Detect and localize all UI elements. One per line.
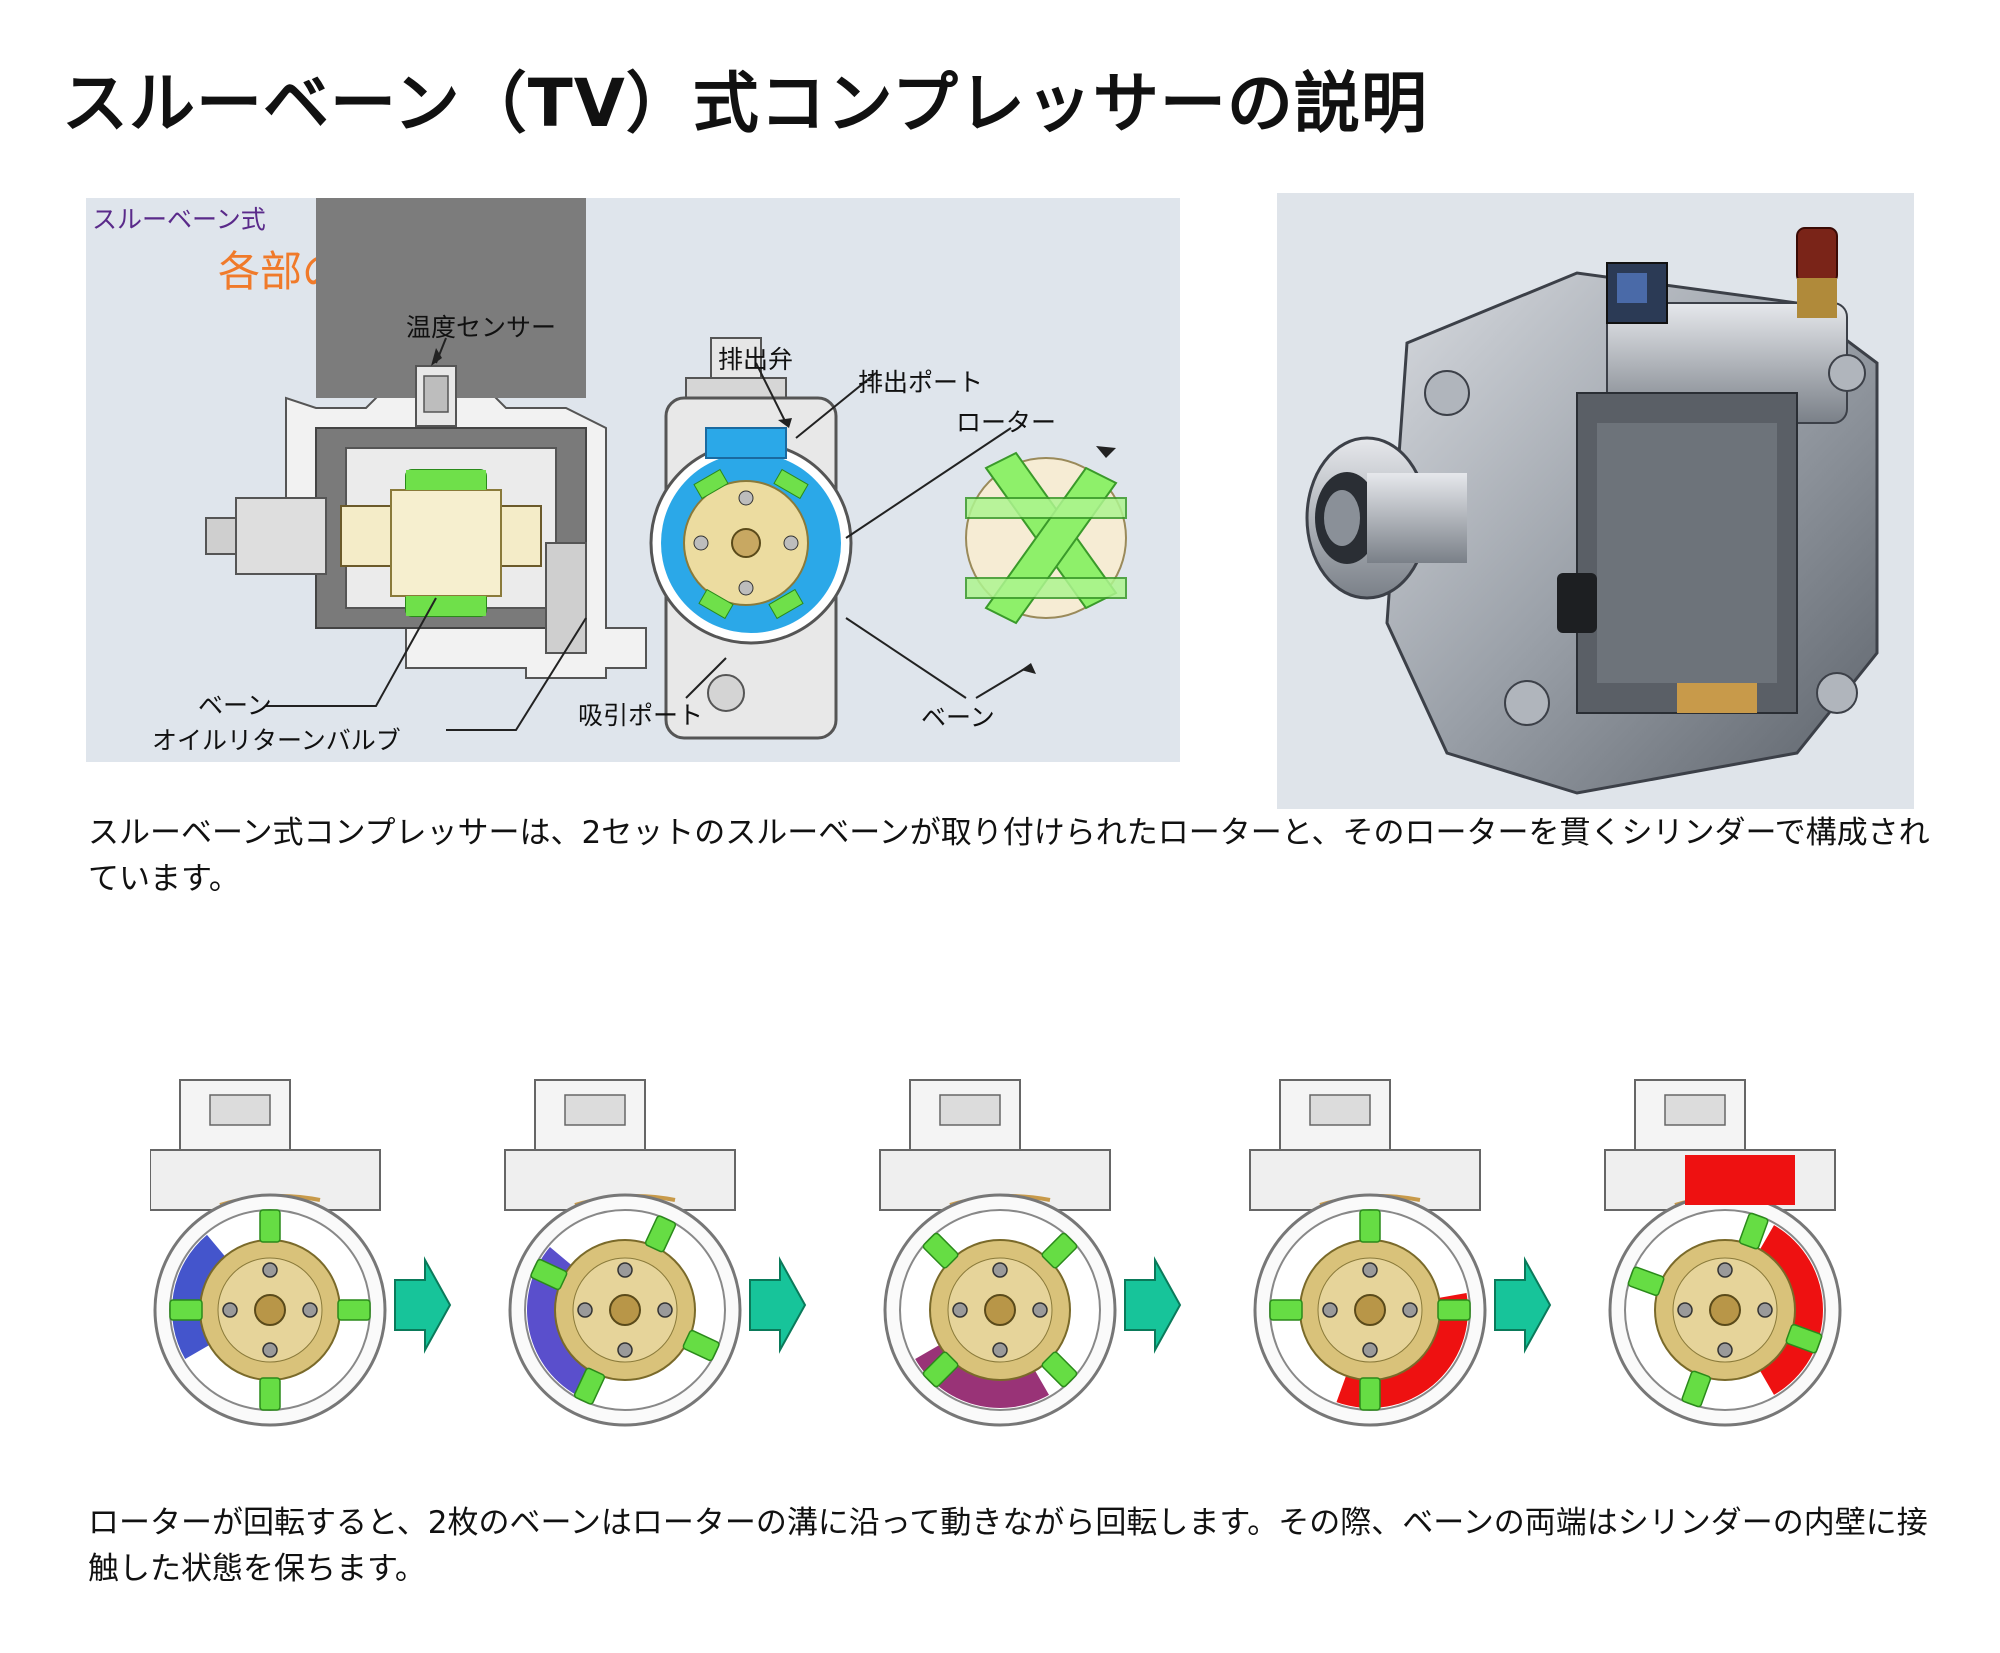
label-temp-sensor: 温度センサー (406, 313, 557, 342)
intro-paragraph: スルーベーン式コンプレッサーは、2セットのスルーベーンが取り付けられたローターと… (88, 815, 1930, 897)
side-section-drawing (205, 198, 647, 679)
label-oil-return-valve: オイルリターンバルブ (152, 726, 401, 755)
stage-2 (504, 1079, 742, 1427)
arrow-heads (431, 348, 1116, 674)
front-section-drawing (649, 337, 853, 740)
vane (922, 1232, 959, 1269)
vane (1681, 1370, 1712, 1408)
diagram-subtitle: スルーベーン式 (92, 205, 266, 234)
vane (682, 1329, 720, 1362)
vane (1738, 1212, 1769, 1250)
operation-paragraph: ローターが回転すると、2枚のベーンはローターの溝に沿って動きながら回転します。そ… (88, 1505, 1928, 1587)
chamber-fill (1336, 1292, 1468, 1408)
vane (1269, 1299, 1303, 1321)
vane (1041, 1232, 1078, 1269)
label-discharge-port: 排出ポート (858, 368, 984, 397)
compressor-illustration (1305, 227, 1879, 795)
label-suction-port: 吸引ポート (578, 701, 704, 730)
vane (337, 1299, 371, 1321)
vane (259, 1377, 281, 1411)
vane (169, 1299, 203, 1321)
parts-diagram-illustration (205, 198, 1127, 740)
page-title: スルーベーン（TV）式コンプレッサーの説明 (62, 65, 1428, 142)
vane (1359, 1209, 1381, 1243)
next-stage-arrow (394, 1256, 452, 1354)
next-stage-arrow (749, 1256, 807, 1354)
label-rotor: ローター (956, 408, 1057, 437)
label-vane-right: ベーン (921, 703, 995, 732)
discharge-fill (1685, 1155, 1795, 1205)
vane (644, 1215, 677, 1253)
next-stage-arrow (1124, 1256, 1182, 1354)
vane (1627, 1266, 1665, 1297)
vane (530, 1258, 568, 1291)
chamber-fill (172, 1234, 226, 1359)
vane (1437, 1299, 1471, 1321)
vane (1041, 1351, 1078, 1388)
chamber-fill (1760, 1225, 1823, 1395)
vane (573, 1367, 606, 1405)
leader-lines (266, 337, 1027, 731)
label-vane-left: ベーン (198, 691, 272, 720)
vane (259, 1209, 281, 1243)
label-discharge-valve: 排出弁 (718, 345, 794, 374)
stage-1 (149, 1079, 387, 1427)
stage-5 (1604, 1079, 1842, 1427)
sequence-illustration (149, 1079, 1842, 1427)
operation-sequence (149, 1055, 1910, 1455)
vane (1359, 1377, 1381, 1411)
rotor-vanes-drawing (965, 451, 1127, 625)
parts-diagram-panel: スルーベーン式 各部の名称 (86, 198, 1180, 762)
vane (1785, 1323, 1823, 1354)
next-stage-arrow (1494, 1256, 1552, 1354)
vane (922, 1351, 959, 1388)
stage-4 (1249, 1079, 1487, 1427)
stage-3 (879, 1079, 1117, 1427)
chamber-fill (527, 1247, 590, 1395)
compressor-photo (1277, 193, 1914, 809)
